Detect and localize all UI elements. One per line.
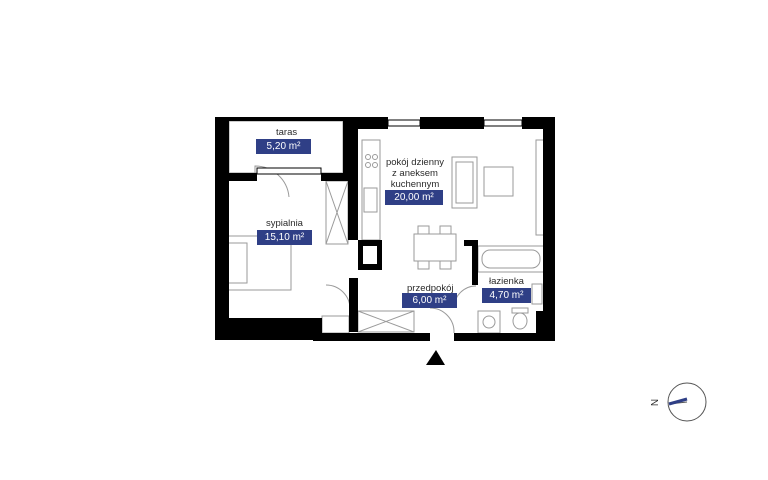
compass-north-label: N [650, 398, 662, 407]
window [387, 119, 421, 127]
room-name-sypialnia: sypialnia [266, 218, 303, 229]
room-name-lazienka: łazienka [489, 276, 524, 287]
room-name-pokoj-line1: pokój dzienny [385, 157, 445, 168]
chimney-box [363, 246, 377, 264]
kitchen-sink [363, 187, 378, 213]
compass-ring [667, 382, 707, 422]
wash-basin [531, 283, 543, 305]
room-name-taras: taras [276, 127, 298, 138]
room-name-pokoj-line2: z aneksem [392, 168, 438, 179]
area-badge-sypialnia: 15,10 m² [257, 230, 312, 245]
area-badge-przedpokoj: 6,00 m² [402, 293, 457, 308]
walls [215, 117, 555, 341]
sofa [451, 156, 478, 209]
tv-shelf [535, 139, 545, 236]
coffee-table [483, 166, 514, 197]
bathroom-door [453, 285, 477, 309]
area-badge-lazienka: 4,70 m² [482, 288, 531, 303]
area-badge-pokoj: 20,00 m² [385, 190, 443, 205]
window [256, 167, 322, 175]
entrance-arrow [426, 350, 445, 365]
room-name-pokoj-line3: kuchennym [390, 179, 440, 190]
window [483, 119, 523, 127]
dining-table [413, 233, 457, 262]
room-name-pokoj: pokój dzienny z aneksem kuchennym [384, 157, 446, 190]
entrance-door [429, 307, 455, 334]
area-badge-taras: 5,20 m² [256, 139, 311, 154]
bedroom-door [325, 284, 351, 310]
toilet [511, 307, 529, 314]
washing-machine [477, 310, 501, 334]
room-name-przedpokoj: przedpokój [407, 283, 454, 294]
compass-needle [668, 397, 688, 406]
